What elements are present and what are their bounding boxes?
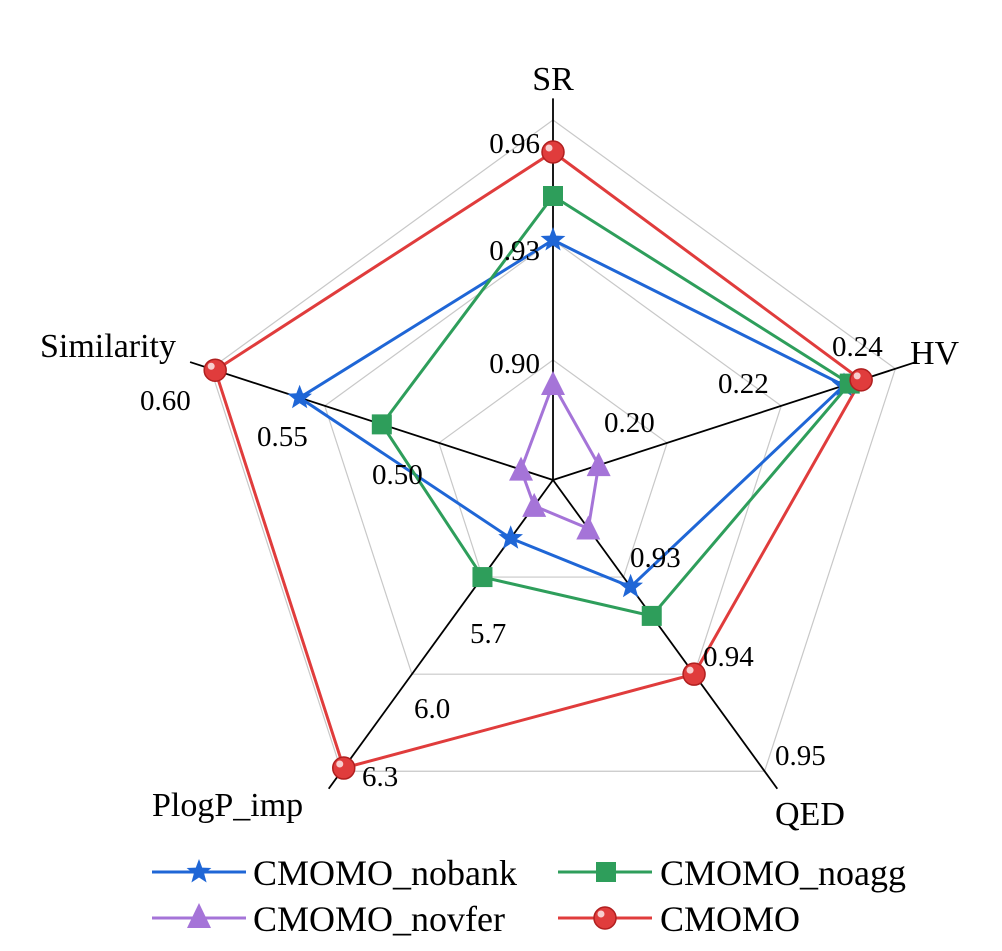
legend-label-nobank: CMOMO_nobank xyxy=(253,853,517,893)
legend-square-icon xyxy=(596,862,616,882)
point-cmomo-hv xyxy=(849,368,873,392)
axis-labels: SR HV QED PlogP_imp Similarity xyxy=(40,61,960,833)
point-cmomo-novfer-qed xyxy=(576,515,601,540)
grid-ring-2 xyxy=(324,239,782,675)
radar-grid xyxy=(209,119,897,772)
axis-label-hv: HV xyxy=(910,335,960,372)
legend-item-novfer: CMOMO_novfer xyxy=(152,899,505,939)
tick-label-qed-1: 0.94 xyxy=(703,641,754,673)
axis-label-qed: QED xyxy=(775,796,845,833)
point-cmomo-nobank-sr xyxy=(540,227,566,251)
tick-label-plogp-2: 6.3 xyxy=(362,761,398,793)
point-cmomo-qed xyxy=(682,662,706,686)
legend-item-cmomo: CMOMO xyxy=(558,899,800,939)
point-cmomo-qed-highlight xyxy=(686,666,694,674)
series-layer xyxy=(213,150,864,770)
marker-layer xyxy=(203,140,873,780)
legend-triangle-icon xyxy=(187,903,211,928)
point-cmomo-noagg-qed xyxy=(641,605,662,626)
tick-label-plogp-1: 6.0 xyxy=(414,693,450,725)
tick-label-sr-0: 0.90 xyxy=(489,348,540,380)
point-cmomo-plogp_imp xyxy=(331,756,356,780)
tick-label-similarity-0: 0.50 xyxy=(372,459,423,491)
axis-label-similarity: Similarity xyxy=(40,328,176,365)
point-cmomo-novfer-sr xyxy=(541,371,565,395)
series-line-cmomo-noagg xyxy=(379,193,852,618)
legend-circle-highlight xyxy=(597,910,605,918)
tick-label-similarity-2: 0.60 xyxy=(140,385,191,417)
legend-circle-icon xyxy=(593,906,617,930)
point-cmomo-similarity-highlight xyxy=(207,362,215,370)
point-cmomo-noagg-similarity xyxy=(371,414,392,435)
point-cmomo-sr-highlight xyxy=(545,144,553,152)
series-line-cmomo-nobank xyxy=(296,238,847,589)
tick-label-plogp-0: 5.7 xyxy=(470,618,506,650)
tick-label-sr-1: 0.93 xyxy=(489,235,540,267)
legend-item-nobank: CMOMO_nobank xyxy=(152,853,517,893)
axis-spoke-similarity xyxy=(189,361,554,481)
axis-label-sr: SR xyxy=(532,61,574,98)
point-cmomo-noagg-sr xyxy=(543,186,563,206)
axis-spoke-plogp_imp xyxy=(327,479,554,790)
tick-label-sr-2: 0.96 xyxy=(489,128,540,160)
tick-label-qed-0: 0.93 xyxy=(630,542,681,574)
grid-ring-3 xyxy=(209,119,897,772)
legend-star-icon xyxy=(186,859,212,883)
point-cmomo-sr xyxy=(541,140,565,164)
tick-label-similarity-1: 0.55 xyxy=(257,421,308,453)
tick-labels: 0.90 0.93 0.96 0.20 0.22 0.24 0.93 0.94 … xyxy=(140,128,883,793)
point-cmomo-similarity xyxy=(203,358,227,382)
point-cmomo-novfer-similarity xyxy=(509,456,534,481)
tick-label-hv-2: 0.24 xyxy=(832,331,883,363)
point-cmomo-hv-highlight xyxy=(853,372,861,380)
series-line-cmomo xyxy=(213,150,864,770)
point-cmomo-nobank-qed xyxy=(618,573,643,598)
point-cmomo-noagg-plogp_imp xyxy=(472,567,493,588)
legend-label-noagg: CMOMO_noagg xyxy=(660,853,906,893)
legend-item-noagg: CMOMO_noagg xyxy=(558,853,906,893)
point-cmomo-nobank-similarity xyxy=(287,384,312,409)
axis-label-plogp: PlogP_imp xyxy=(152,787,303,824)
series-line-cmomo-novfer xyxy=(519,380,601,531)
tick-label-hv-1: 0.22 xyxy=(718,368,769,400)
tick-label-qed-2: 0.95 xyxy=(775,740,826,772)
legend: CMOMO_nobank CMOMO_noagg CMOMO_novfer CM… xyxy=(152,853,906,939)
legend-label-novfer: CMOMO_novfer xyxy=(253,899,505,939)
point-cmomo-plogp_imp-highlight xyxy=(336,760,344,768)
point-cmomo-nobank-plogp_imp xyxy=(498,525,523,549)
point-cmomo-novfer-plogp_imp xyxy=(522,492,547,517)
legend-label-cmomo: CMOMO xyxy=(660,899,800,939)
point-cmomo-novfer-hv xyxy=(586,452,611,477)
grid-ring-1 xyxy=(438,359,668,578)
tick-label-hv-0: 0.20 xyxy=(604,407,655,439)
